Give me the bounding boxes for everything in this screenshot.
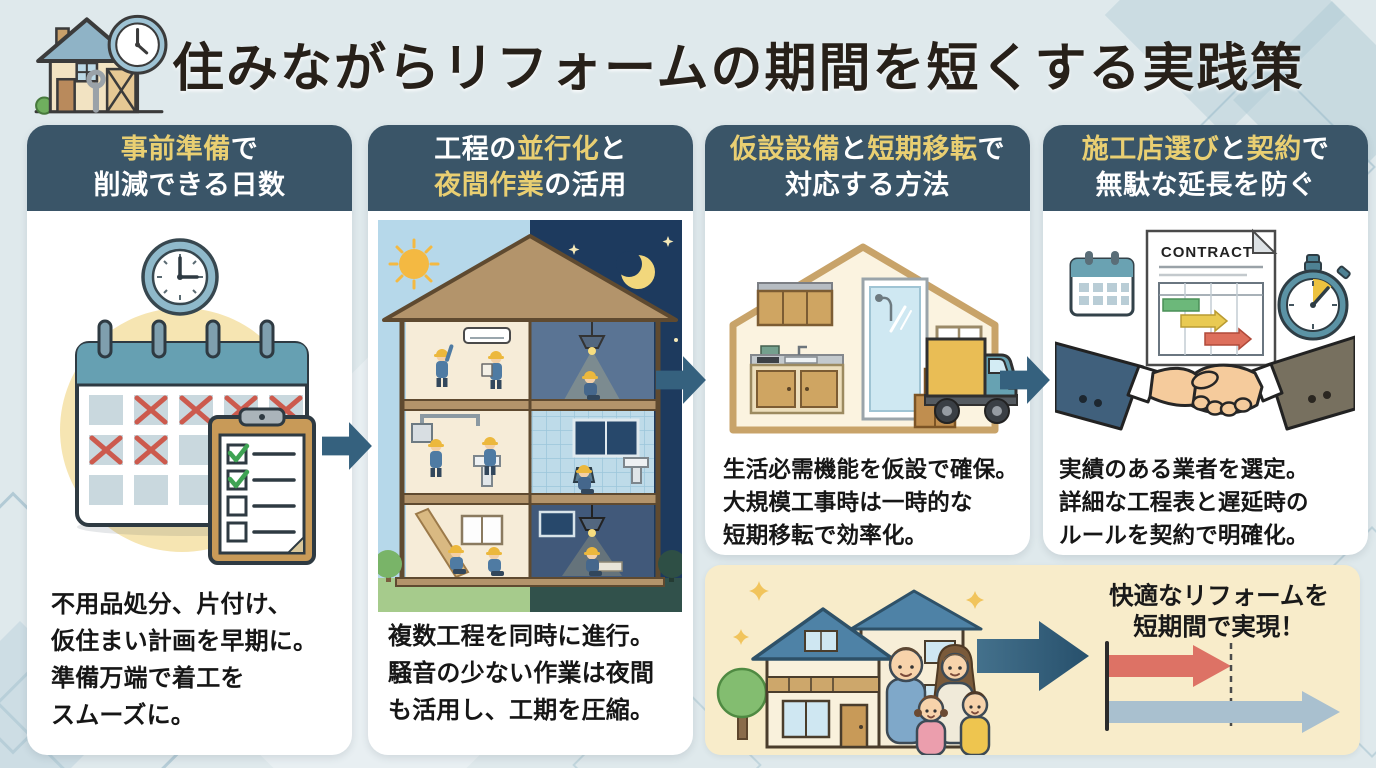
card-parallel-night-work-header-text: 工程の並行化と夜間作業の活用: [434, 132, 627, 203]
card-contractor-contract-header: 施工店選びと契約で無駄な延長を防ぐ: [1043, 125, 1368, 211]
header-text-segment: 並行化: [516, 134, 600, 165]
header-text-segment: 夜間作業: [434, 170, 545, 200]
header-text-segment: で: [1301, 134, 1330, 165]
day-night-house-renovation-illustration: [378, 220, 682, 612]
card-temporary-facilities-header-text: 仮設設備と短期移転で対応する方法: [730, 132, 1005, 203]
family-house-illustration: [716, 581, 991, 755]
header-text-segment: 対応する方法: [785, 170, 950, 200]
card-contractor-contract-header-text: 施工店選びと契約で無駄な延長を防ぐ: [1082, 132, 1330, 203]
header-text-segment: 施工店選び: [1081, 134, 1220, 165]
stopwatch-icon: [1277, 254, 1351, 341]
contract-label: CONTRACT: [1161, 244, 1253, 261]
card-parallel-night-work-header: 工程の並行化と夜間作業の活用: [368, 125, 693, 211]
schedule-comparison-chart: [1105, 641, 1340, 733]
calendar-clock-checklist-illustration: [60, 238, 316, 565]
son: [959, 715, 991, 755]
sun-icon: [388, 238, 440, 290]
clock-icon: [141, 238, 219, 316]
summary-heading: 快適なリフォームを 短期間で実現！: [1109, 583, 1329, 642]
summary-box: 快適なリフォームを 短期間で実現！: [705, 565, 1360, 755]
header-text-segment: と: [599, 134, 627, 165]
card-preparation-header: 事前準備で削減できる日数: [27, 125, 352, 211]
check-icon: [227, 443, 250, 489]
contract-handshake-stopwatch-illustration: CONTRACT: [1055, 228, 1355, 431]
shortened-schedule-arrow: [1109, 645, 1231, 687]
right-arrow-icon: [322, 422, 372, 470]
daughter: [915, 719, 947, 755]
page-title: 住みながらリフォームの期間を短くする実践策: [172, 40, 1305, 98]
calendar-icon: [1069, 251, 1135, 317]
card-temporary-facilities: 仮設設備と短期移転で対応する方法: [705, 125, 1030, 555]
card-contractor-contract-text: 実績のある業者を選定。 詳細な工程表と遅延時の ルールを契約で明確化。: [1059, 457, 1309, 549]
header-text-segment: で: [230, 134, 259, 165]
header-text-segment: 契約: [1246, 134, 1302, 165]
air-conditioner: [463, 327, 511, 344]
card-preparation-text: 不用品処分、片付け、 仮住まい計画を早期に。 準備万端で着工を スムーズに。: [51, 591, 318, 729]
card-preparation-header-text: 事前準備で削減できる日数: [94, 132, 286, 203]
card-temporary-facilities-header: 仮設設備と短期移転で対応する方法: [705, 125, 1030, 211]
header-text-segment: 削減できる日数: [93, 170, 286, 200]
header-text-segment: 工程の: [434, 134, 517, 165]
header-text-segment: と: [840, 134, 868, 165]
sparkle-icons: [733, 581, 984, 645]
big-right-arrow-icon: [977, 621, 1089, 691]
header-text-segment: 仮設設備: [730, 134, 840, 165]
card-preparation: 事前準備で削減できる日数: [27, 125, 352, 755]
header-text-segment: 事前準備: [120, 134, 231, 165]
handshake-icon: [1055, 335, 1355, 431]
header-text-segment: と: [1219, 134, 1247, 165]
tree-icon: [716, 667, 768, 740]
family-icons: [885, 643, 991, 755]
header-text-segment: の活用: [544, 170, 627, 200]
card-temporary-facilities-text: 生活必需機能を仮設で確保。 大規模工事時は一時的な 短期移転で効率化。: [723, 457, 1019, 549]
header-text-segment: で: [977, 134, 1005, 165]
trees: [378, 550, 682, 582]
temporary-kitchen-shower-truck-illustration: [729, 243, 1018, 434]
moon-icon: [616, 251, 655, 289]
kitchen-icon: [749, 282, 845, 415]
right-arrow-icon: [656, 356, 706, 404]
card-contractor-contract: 施工店選びと契約で無駄な延長を防ぐ CONTRACT: [1043, 125, 1368, 555]
contract-document-icon: CONTRACT: [1145, 228, 1278, 367]
workers: [428, 344, 602, 576]
checklist-clipboard-icon: [208, 407, 316, 565]
planned-schedule-arrow: [1109, 691, 1340, 733]
header-text-segment: 無駄な延長を防ぐ: [1095, 170, 1316, 200]
card-parallel-night-work: 工程の並行化と夜間作業の活用: [368, 125, 693, 755]
card-parallel-night-work-text: 複数工程を同時に進行。 騒音の少ない作業は夜間 も活用し、工期を圧縮。: [388, 623, 655, 724]
right-arrow-icon: [1000, 356, 1050, 404]
house-with-clock-icon: [34, 14, 168, 115]
header-text-segment: 短期移転: [867, 134, 978, 165]
